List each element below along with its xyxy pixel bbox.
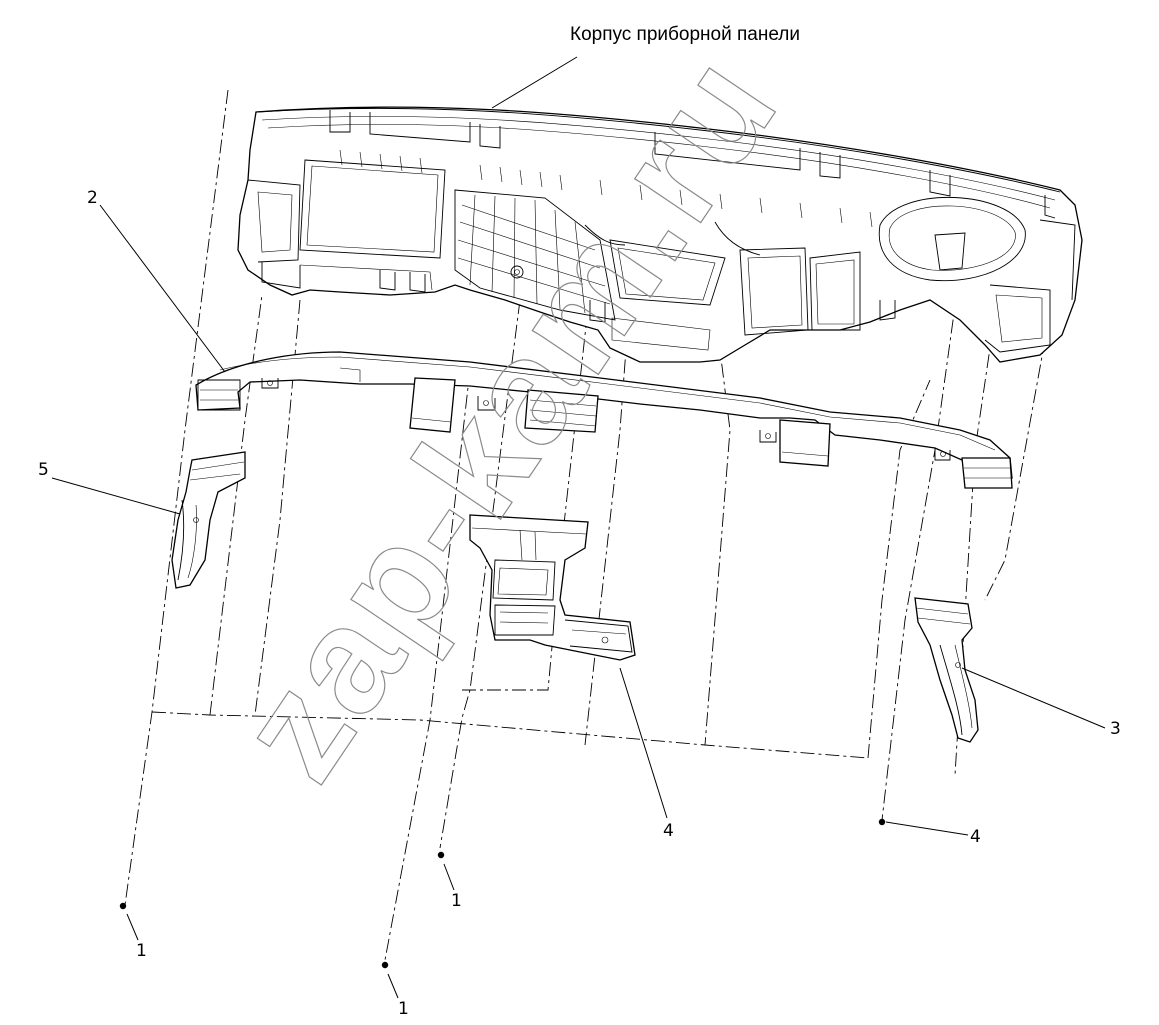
part-3-right-lower-duct bbox=[914, 597, 979, 743]
callout-4-center: 4 bbox=[663, 821, 674, 841]
callout-1-bottom: 1 bbox=[398, 999, 409, 1019]
callout-1-center: 1 bbox=[451, 891, 462, 911]
diagram-title: Корпус приборной панели bbox=[570, 24, 800, 45]
callout-3: 3 bbox=[1110, 719, 1121, 739]
screw-fasteners bbox=[119, 818, 886, 969]
part-5-left-lower-duct bbox=[171, 451, 246, 589]
part-4-center-floor-duct bbox=[469, 514, 636, 661]
callout-4-right: 4 bbox=[970, 827, 981, 847]
callout-5: 5 bbox=[38, 460, 49, 480]
instrument-panel-housing bbox=[237, 106, 1083, 363]
part-2-upper-air-duct bbox=[195, 351, 1013, 489]
callout-2: 2 bbox=[87, 188, 98, 208]
callout-1-left: 1 bbox=[136, 941, 147, 961]
leader-lines bbox=[51, 56, 1106, 999]
